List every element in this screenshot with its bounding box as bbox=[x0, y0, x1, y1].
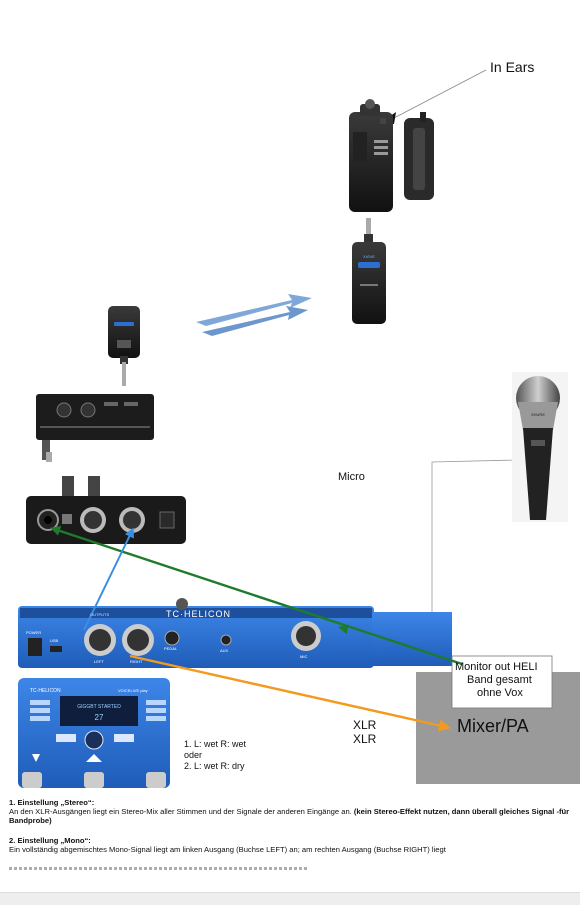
in-ears-pointer bbox=[382, 69, 487, 124]
left-label: LEFT bbox=[94, 659, 104, 664]
blue-arrow-left-out bbox=[83, 527, 134, 631]
pedal-brand: TC·HELICON bbox=[30, 688, 61, 694]
signal-arrows bbox=[50, 526, 463, 732]
helicon-pedal bbox=[18, 678, 170, 788]
micro-pointer bbox=[344, 459, 519, 629]
stereo-body: An den XLR-Ausgängen liegt ein Stereo-Mi… bbox=[9, 807, 352, 816]
wireless-transmitter-left bbox=[108, 306, 140, 386]
wireless-transmitter-right bbox=[352, 218, 386, 324]
in-ears-label: In Ears bbox=[490, 59, 535, 75]
orange-arrow-right-out bbox=[129, 654, 451, 732]
mode-or-label: oder bbox=[184, 750, 203, 760]
monitor-out-box bbox=[451, 655, 553, 709]
monitor-out-line-3: ohne Vox bbox=[477, 687, 523, 699]
bottom-bar bbox=[0, 892, 580, 905]
mixer-pa-label: Mixer/PA bbox=[457, 716, 529, 736]
mode-2-label: 2. L: wet R: dry bbox=[184, 761, 245, 771]
power-label: POWER bbox=[26, 630, 41, 635]
aux-label: AUX bbox=[220, 648, 229, 653]
monitor-out-line-1: Monitor out HELI bbox=[455, 661, 538, 673]
wireless-brand: XVIVE bbox=[363, 254, 375, 259]
shure-microphone bbox=[512, 372, 568, 522]
helicon-brand: TC·HELICON bbox=[166, 609, 231, 619]
setup-notes: 1. Einstellung „Stereo“: An den XLR-Ausg… bbox=[9, 798, 571, 854]
pedal-model: VOICELIVE play bbox=[118, 688, 148, 693]
micro-label: Micro bbox=[338, 471, 365, 483]
headphone-amp bbox=[36, 394, 154, 462]
right-label: RIGHT bbox=[130, 659, 143, 664]
receiver-clip bbox=[404, 112, 434, 200]
stereo-text: An den XLR-Ausgängen liegt ein Stereo-Mi… bbox=[9, 807, 571, 825]
mode-1-label: 1. L: wet R: wet bbox=[184, 739, 247, 749]
helicon-rear-panel bbox=[18, 598, 452, 668]
xlr-label-2: XLR bbox=[353, 732, 377, 746]
usb-label: USB bbox=[50, 638, 59, 643]
screen-line-2: 27 bbox=[95, 713, 104, 722]
cut-off-text-line bbox=[9, 867, 309, 870]
in-ear-receiver bbox=[349, 99, 393, 212]
amp-back-panel bbox=[26, 476, 186, 544]
wireless-signal-arrows bbox=[196, 294, 312, 336]
xlr-label-1: XLR bbox=[353, 718, 377, 732]
monitor-out-line-2: Band gesamt bbox=[467, 674, 532, 686]
screen-line-1: GIGGBT STARTED bbox=[77, 704, 121, 710]
green-arrow-return bbox=[338, 624, 350, 635]
outputs-label: OUTPUTS bbox=[90, 612, 109, 617]
stereo-bold: (kein Stereo-Effekt nutzen, dann überall… bbox=[9, 807, 570, 825]
stereo-title: 1. Einstellung „Stereo“: bbox=[9, 798, 95, 807]
mic-label: MIC bbox=[300, 654, 307, 659]
mic-brand: SHURE bbox=[531, 412, 545, 417]
mono-title: 2. Einstellung „Mono“: bbox=[9, 836, 91, 845]
pedal-label: PEDAL bbox=[164, 646, 178, 651]
mono-body: Ein vollständig abgemischtes Mono-Signal… bbox=[9, 845, 446, 854]
